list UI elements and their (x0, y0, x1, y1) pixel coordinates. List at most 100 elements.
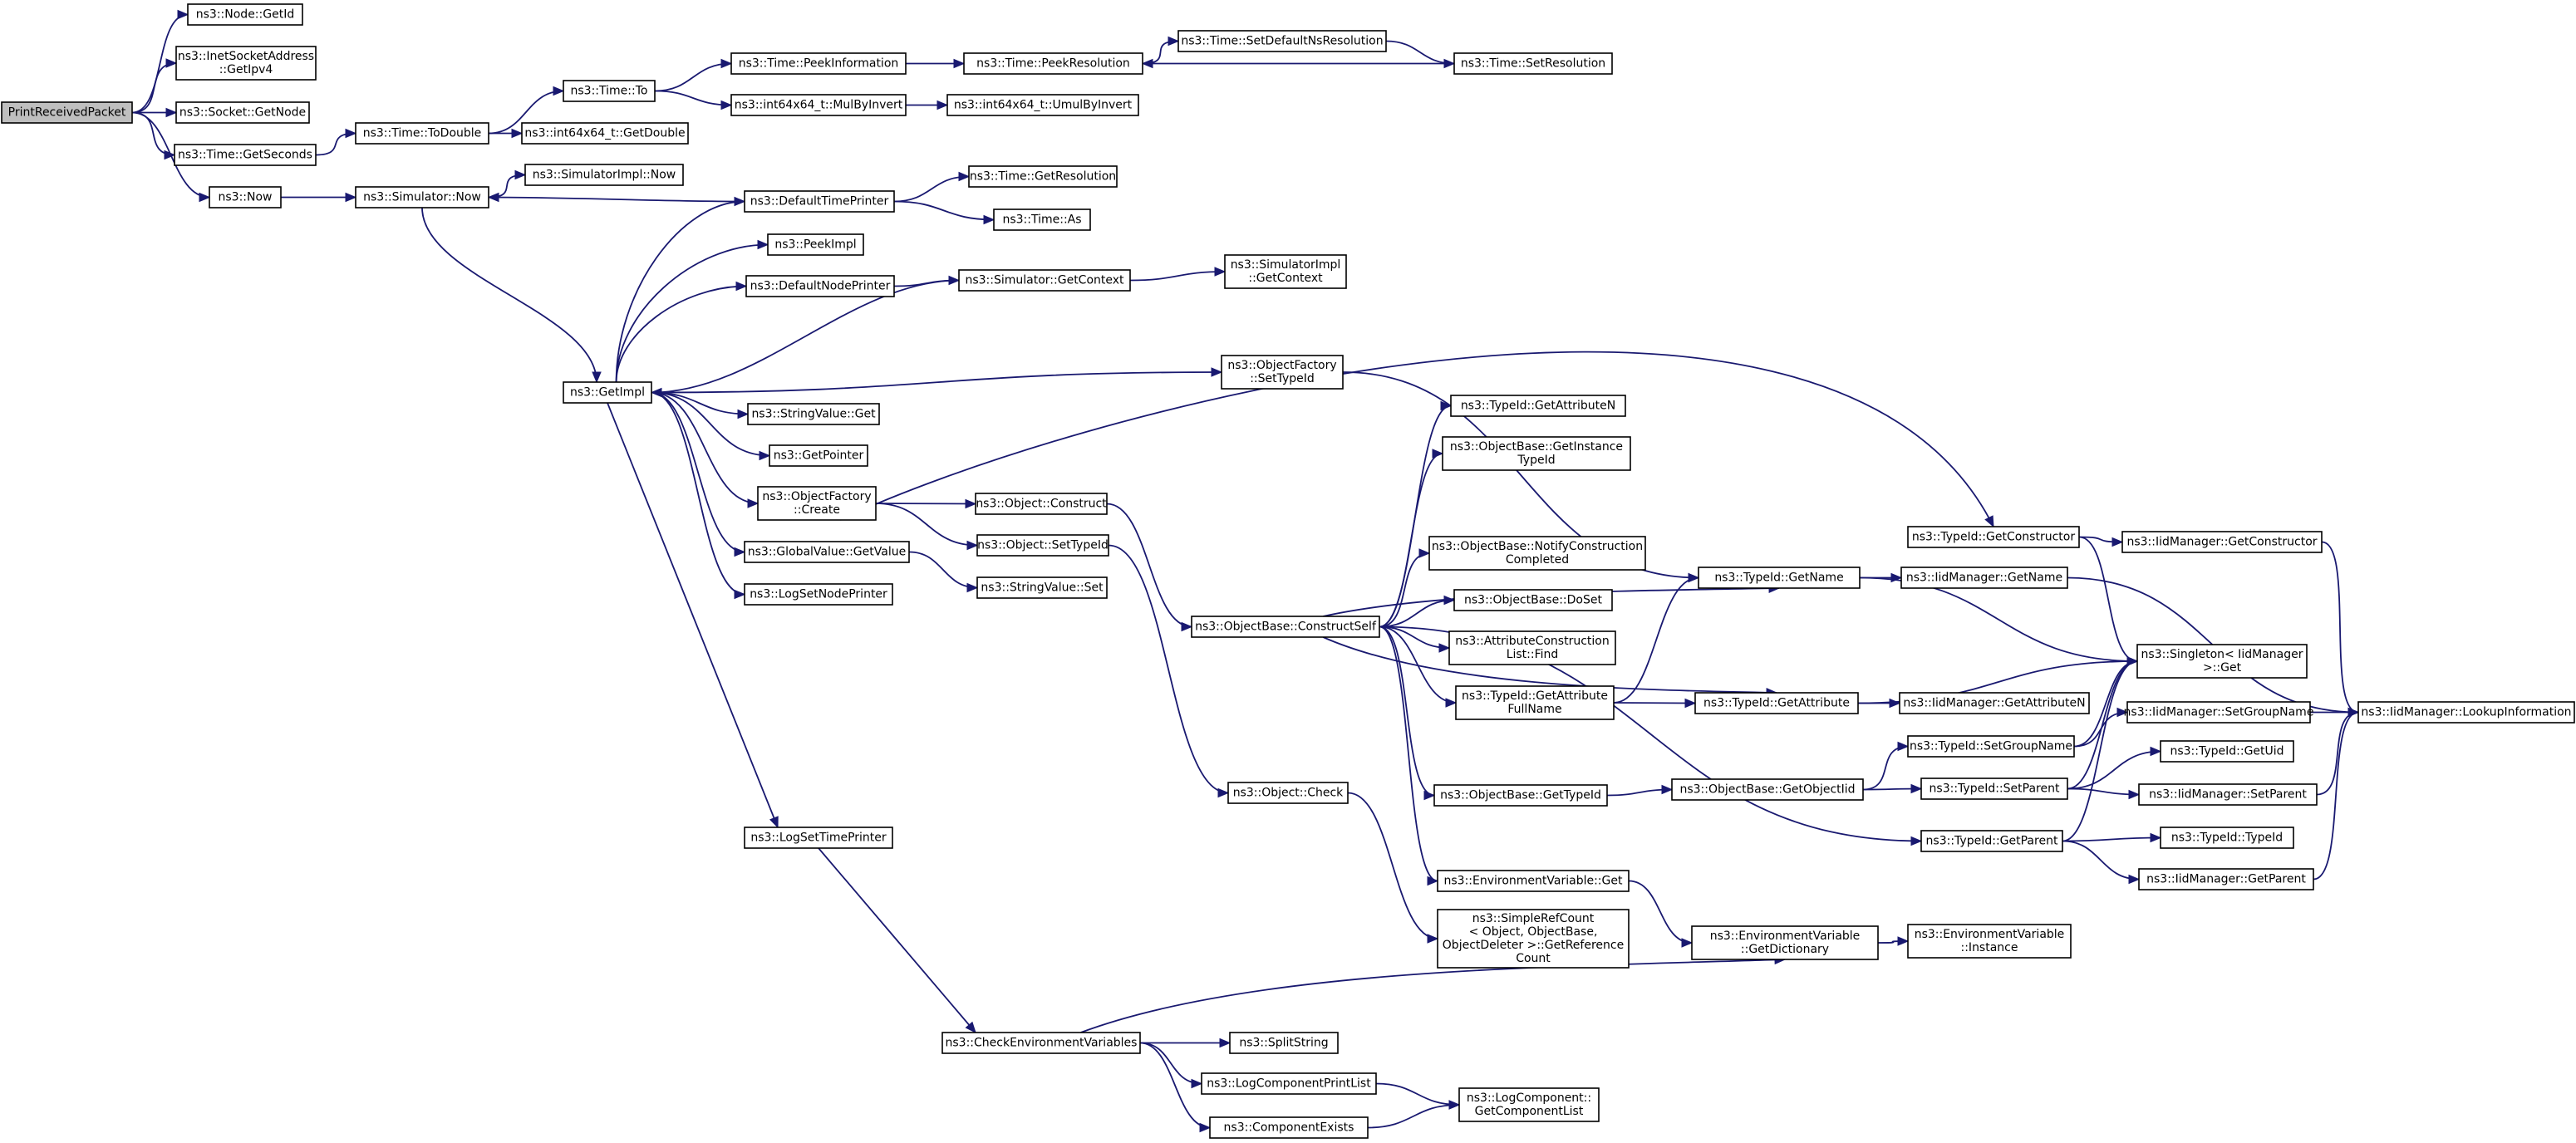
edge-getimpl-to-logsettime (607, 402, 779, 829)
node-splitstring[interactable]: ns3::SplitString (1229, 1032, 1339, 1054)
node-tidgetparent[interactable]: ns3::TypeId::GetParent (1920, 830, 2063, 852)
node-simplerefcount[interactable]: ns3::SimpleRefCount< Object, ObjectBase,… (1437, 909, 1630, 969)
node-objbasegetobjtid[interactable]: ns3::ObjectBase::GetObjectIid (1671, 778, 1864, 801)
edge-line (1080, 959, 1786, 1033)
edge-arrowhead (1418, 548, 1431, 558)
node-box (1694, 692, 1859, 714)
node-label: ns3::Node::GetId (196, 8, 294, 22)
edge-line (488, 174, 526, 199)
node-label: ns3::int64x64_t::MulByInvert (735, 99, 903, 112)
node-box (1437, 870, 1630, 892)
node-logcompprint[interactable]: ns3::LogComponentPrintList (1201, 1072, 1377, 1095)
node-timetodouble[interactable]: ns3::Time::ToDouble (355, 122, 489, 145)
node-iidsetparent[interactable]: ns3::IidManager::SetParent (2138, 783, 2318, 806)
node-strvalget[interactable]: ns3::StringValue::Get (747, 403, 880, 425)
node-box (1433, 784, 1608, 807)
node-getpointer[interactable]: ns3::GetPointer (769, 444, 868, 467)
node-tidgetuid[interactable]: ns3::TypeId::GetUid (2160, 740, 2294, 763)
node-logcompgetlist[interactable]: ns3::LogComponent::GetComponentList (1458, 1087, 1600, 1122)
node-objsettid[interactable]: ns3::Object::SetTypeId (976, 534, 1109, 557)
node-umulbyinvert[interactable]: ns3::int64x64_t::UmulByInvert (946, 94, 1139, 116)
node-box (1224, 254, 1347, 289)
node-deftimeprinter[interactable]: ns3::DefaultTimePrinter (744, 190, 895, 213)
node-logsettime[interactable]: ns3::LogSetTimePrinter (744, 827, 893, 849)
node-inetipv4[interactable]: ns3::InetSocketAddress::GetIpv4 (175, 46, 317, 81)
node-defnodeprinter[interactable]: ns3::DefaultNodePrinter (745, 275, 895, 297)
node-int64getdouble[interactable]: ns3::int64x64_t::GetDouble (521, 122, 689, 145)
node-label: ns3::ObjectFactory (762, 490, 871, 503)
node-peekinfo[interactable]: ns3::Time::PeekInformation (730, 52, 907, 75)
node-simnow[interactable]: ns3::Simulator::Now (355, 186, 489, 208)
node-tidgetattr[interactable]: ns3::TypeId::GetAttribute (1694, 692, 1859, 714)
node-label: GetComponentList (1475, 1105, 1584, 1118)
node-iidlookup[interactable]: ns3::IidManager::LookupInformation (2357, 701, 2575, 724)
node-strvalset[interactable]: ns3::StringValue::Set (976, 576, 1108, 599)
node-logsetnode[interactable]: ns3::LogSetNodePrinter (744, 583, 893, 606)
node-box (174, 144, 317, 166)
node-globvalget[interactable]: ns3::GlobalValue::GetValue (744, 541, 910, 563)
node-iidgetname[interactable]: ns3::IidManager::GetName (1900, 567, 2068, 589)
node-getimpl[interactable]: ns3::GetImpl (563, 381, 652, 404)
node-iidsetgroup[interactable]: ns3::IidManager::SetGroupName (2124, 701, 2314, 724)
node-objconstruct[interactable]: ns3::Object::Construct (975, 493, 1108, 515)
node-iidgetparent[interactable]: ns3::IidManager::GetParent (2138, 868, 2314, 890)
node-singleton[interactable]: ns3::Singleton< IidManager >::Get (2136, 644, 2308, 679)
node-simgetctx[interactable]: ns3::Simulator::GetContext (958, 269, 1131, 292)
node-now[interactable]: ns3::Now (209, 186, 282, 208)
node-setdefns[interactable]: ns3::Time::SetDefaultNsResolution (1177, 30, 1387, 52)
node-iidgetconstructor[interactable]: ns3::IidManager::GetConstructor (2121, 531, 2323, 553)
node-timegetres[interactable]: ns3::Time::GetResolution (968, 165, 1118, 188)
edge-arrowhead (734, 547, 746, 557)
edge-arrowhead (1661, 784, 1674, 795)
node-envget[interactable]: ns3::EnvironmentVariable::Get (1437, 870, 1630, 892)
node-objbasedoset[interactable]: ns3::ObjectBase::DoSet (1453, 589, 1613, 611)
node-print[interactable]: PrintReceivedPacket (1, 101, 133, 124)
node-tidtid[interactable]: ns3::TypeId::TypeId (2160, 827, 2294, 849)
node-getid[interactable]: ns3::Node::GetId (187, 3, 303, 26)
node-simimplnow[interactable]: ns3::SimulatorImpl::Now (524, 164, 684, 186)
node-label: ns3::Socket::GetNode (179, 106, 306, 120)
node-simimplgetctx[interactable]: ns3::SimulatorImpl::GetContext (1224, 254, 1347, 289)
node-label: ns3::Time::GetSeconds (178, 149, 312, 162)
node-tidgetname[interactable]: ns3::TypeId::GetName (1698, 567, 1861, 589)
node-sockgetnode[interactable]: ns3::Socket::GetNode (175, 101, 310, 124)
edge-peekres-to-setdefns (1142, 36, 1180, 65)
node-label: ::GetContext (1248, 272, 1323, 285)
node-mulbyinvert[interactable]: ns3::int64x64_t::MulByInvert (730, 94, 907, 116)
node-timegetsec[interactable]: ns3::Time::GetSeconds (174, 144, 317, 166)
node-tidgetattrn[interactable]: ns3::TypeId::GetAttributeN (1450, 395, 1626, 417)
edge-arrowhead (1141, 58, 1153, 69)
node-objbaseconstructself[interactable]: ns3::ObjectBase::ConstructSelf (1191, 616, 1380, 638)
node-objfactcreate[interactable]: ns3::ObjectFactory::Create (757, 486, 877, 521)
edge-getimpl-to-objfactsettid (651, 367, 1223, 394)
node-objcheck[interactable]: ns3::Object::Check (1227, 782, 1349, 804)
node-box (1209, 1116, 1369, 1139)
node-tidgetconstructor[interactable]: ns3::TypeId::GetConstructor (1907, 526, 2080, 548)
node-timeas[interactable]: ns3::Time::As (993, 208, 1091, 231)
node-label: ns3::SimulatorImpl (1231, 258, 1341, 272)
node-objbasenotify[interactable]: ns3::ObjectBase::NotifyConstructionCompl… (1428, 536, 1646, 571)
edge-tidsetparent-to-iidsetparent (2067, 787, 2141, 800)
node-tidsetparent[interactable]: ns3::TypeId::SetParent (1920, 778, 2068, 800)
edge-tidgetattrfull-to-tidgetname (1613, 572, 1700, 704)
node-box (1, 101, 133, 124)
node-box (1907, 924, 2072, 959)
node-box (1201, 1072, 1377, 1095)
node-envinstance[interactable]: ns3::EnvironmentVariable::Instance (1907, 924, 2072, 959)
node-timeto[interactable]: ns3::Time::To (563, 80, 656, 102)
node-objfactsettid[interactable]: ns3::ObjectFactory::SetTypeId (1221, 355, 1344, 390)
node-peekres[interactable]: ns3::Time::PeekResolution (963, 52, 1143, 75)
node-checkenv[interactable]: ns3::CheckEnvironmentVariables (941, 1032, 1141, 1054)
node-peekimpl[interactable]: ns3::PeekImpl (767, 233, 864, 256)
node-iidgetattrn[interactable]: ns3::IidManager::GetAttributeN (1899, 692, 2090, 714)
node-envgetdict[interactable]: ns3::EnvironmentVariable::GetDictionary (1691, 925, 1879, 960)
node-objbasegettid[interactable]: ns3::ObjectBase::GetTypeId (1433, 784, 1608, 807)
node-tidsetgroup[interactable]: ns3::TypeId::SetGroupName (1907, 735, 2075, 758)
node-label: ns3::Simulator::Now (363, 191, 481, 204)
edge-line (1613, 702, 1696, 704)
node-compexists[interactable]: ns3::ComponentExists (1209, 1116, 1369, 1139)
node-setres[interactable]: ns3::Time::SetResolution (1453, 52, 1613, 75)
